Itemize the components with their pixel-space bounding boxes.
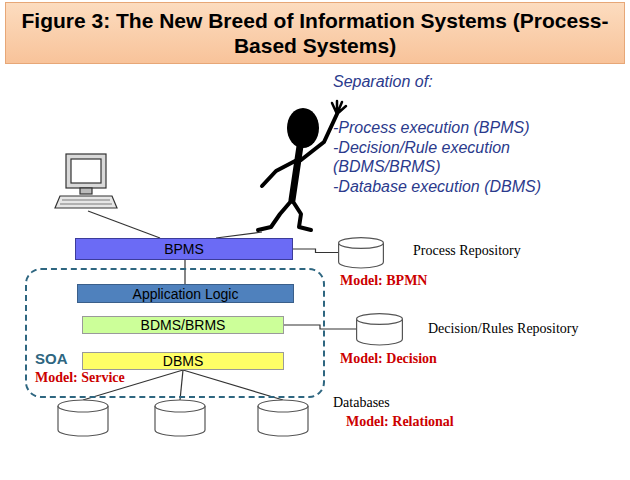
- bdms-brms-bar: BDMS/BRMS: [82, 316, 284, 334]
- model-label: Model: Service: [35, 370, 125, 386]
- group-label: Databases: [333, 395, 453, 411]
- title-banner: Figure 3: The New Breed of Information S…: [5, 2, 625, 64]
- user-figure: [258, 101, 346, 230]
- node-heading: Decision/Rules Repository: [428, 321, 579, 337]
- bpms-bar: BPMS: [75, 238, 293, 260]
- database-cylinders: [58, 400, 308, 436]
- box-label: Application Logic: [133, 286, 239, 302]
- node-heading: SOA: [35, 350, 68, 367]
- heading-note: Separation of:: [333, 72, 533, 91]
- connector-line: [184, 260, 185, 284]
- computer-icon: [55, 154, 117, 208]
- process-repository: Process RepositoryModel: BPMN: [338, 237, 384, 268]
- box-label: BDMS/BRMS: [141, 317, 226, 333]
- list-item: -Decision/Rule execution (BDMS/BRMS): [333, 138, 595, 176]
- box-label: BPMS: [164, 241, 204, 257]
- model-label: Model: Decision: [340, 351, 437, 367]
- node-heading: Process Repository: [413, 243, 521, 259]
- access-line: [88, 211, 160, 238]
- model-label: Model: Relational: [346, 414, 506, 430]
- list-item: -Database execution (DBMS): [333, 177, 603, 196]
- decision-repository: Decision/Rules RepositoryModel: Decision: [356, 313, 403, 345]
- model-label: Model: BPMN: [340, 273, 427, 289]
- figure-title: Figure 3: The New Breed of Information S…: [20, 8, 610, 58]
- box-label: DBMS: [163, 353, 203, 369]
- connector-line: [284, 325, 356, 329]
- cylinder-outline: [338, 237, 384, 268]
- application-logic-bar: Application Logic: [77, 284, 294, 303]
- list-item: -Process execution (BPMS): [333, 118, 603, 137]
- connector-line: [293, 249, 338, 253]
- cylinder-outline: [356, 313, 403, 345]
- dbms-bar: DBMS: [82, 352, 284, 370]
- soa-region: SOA Model: Service Application LogicBDMS/B…: [25, 268, 325, 398]
